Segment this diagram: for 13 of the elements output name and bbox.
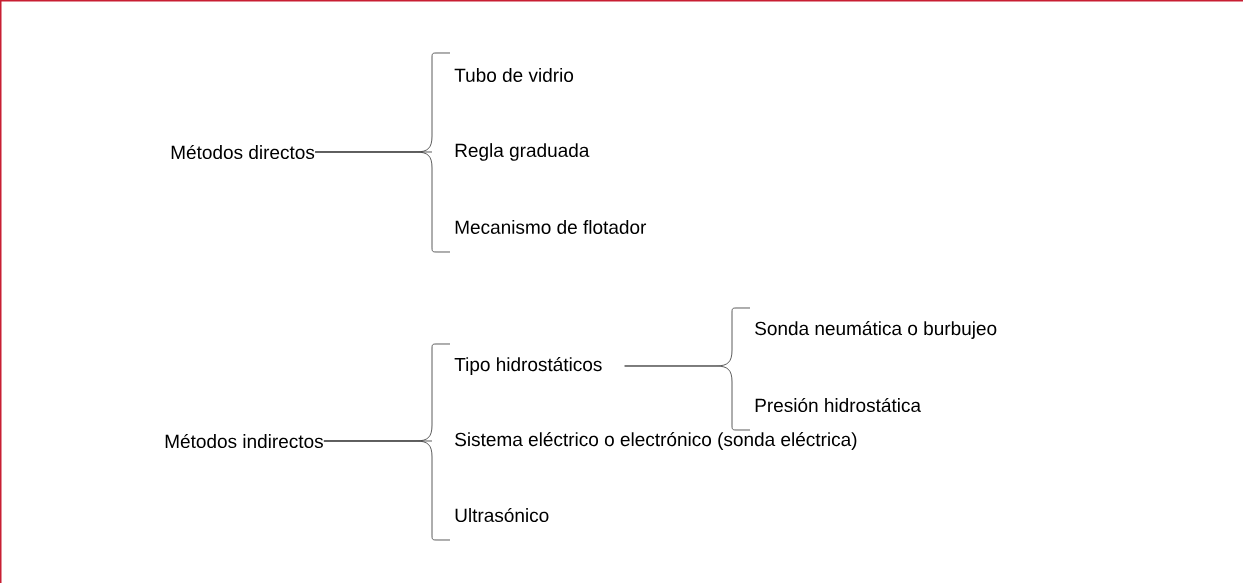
item-text: Regla graduada	[455, 143, 590, 161]
item-text: Sonda neumática o burbujeo	[755, 321, 997, 339]
item-text: Presión hidrostática	[755, 397, 922, 413]
item-text: Ultrasónico	[455, 507, 549, 523]
item-text: Métodos indirectos	[165, 433, 323, 449]
item-text: Métodos directos	[171, 144, 315, 160]
item-text: Sistema eléctrico o electrónico (sonda eléctrica)	[455, 432, 857, 450]
item-text: Mecanismo de flotador	[455, 220, 647, 234]
brace-line	[624, 365, 751, 431]
brace-line	[323, 440, 451, 541]
item-text: Tipo hidrostáticos	[454, 357, 602, 375]
brace-line	[314, 151, 451, 253]
item-text: Tubo de vidrio	[454, 68, 574, 82]
